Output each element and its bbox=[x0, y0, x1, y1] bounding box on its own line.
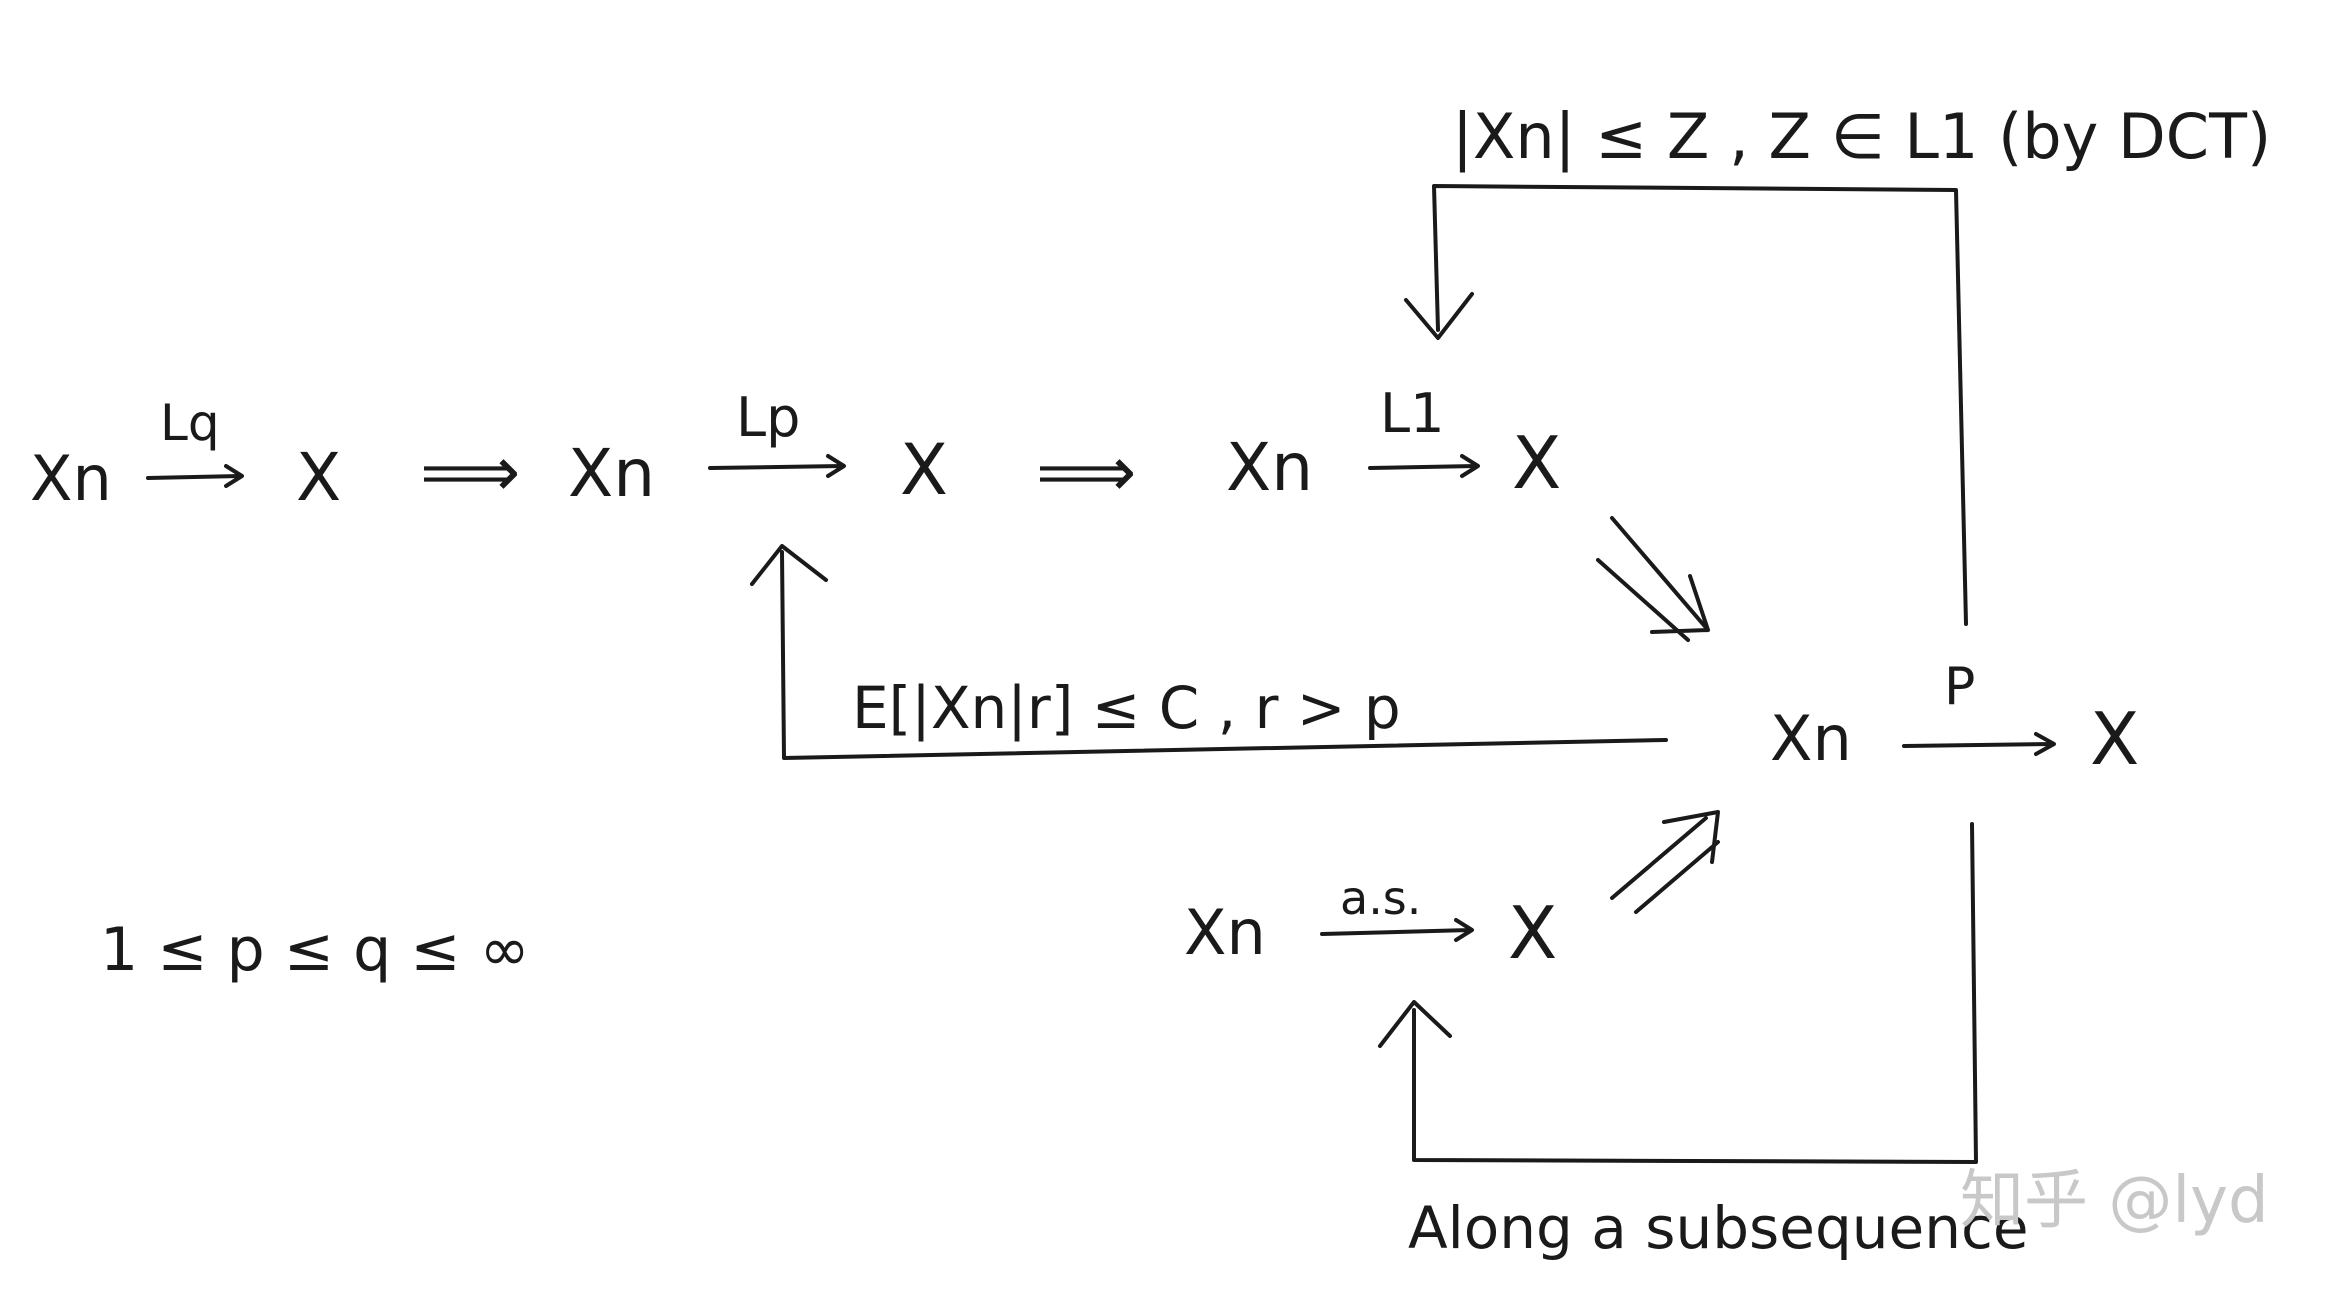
label-lp: Lp bbox=[736, 386, 800, 449]
dct-arrowhead bbox=[1404, 292, 1474, 340]
subsequence-bracket bbox=[1412, 822, 1978, 1164]
node-p-source: Xn bbox=[1770, 702, 1852, 775]
node-as-source: Xn bbox=[1184, 896, 1266, 969]
condition-subsequence: Along a subsequence bbox=[1408, 1194, 2029, 1262]
node-lp-source: Xn bbox=[568, 435, 655, 512]
node-l1-source: Xn bbox=[1226, 429, 1313, 506]
moment-arrowhead bbox=[750, 544, 828, 586]
label-as: a.s. bbox=[1340, 871, 1421, 925]
implies-as-to-p bbox=[1610, 810, 1720, 914]
implies-1: ⟹ bbox=[420, 431, 520, 513]
subsequence-arrowhead bbox=[1378, 1000, 1452, 1048]
arrow-lp bbox=[708, 454, 846, 478]
moment-bracket bbox=[780, 550, 1668, 760]
arrow-as bbox=[1320, 918, 1474, 942]
label-lq: Lq bbox=[160, 394, 220, 452]
dct-bracket bbox=[1432, 184, 1968, 626]
condition-dct: |Xn| ≤ Z , Z ∈ L1 (by DCT) bbox=[1452, 100, 2271, 174]
arrow-lq bbox=[146, 464, 244, 488]
implies-2: ⟹ bbox=[1036, 431, 1136, 513]
node-l1-target: X bbox=[1512, 421, 1561, 505]
node-p-target: X bbox=[2090, 697, 2139, 781]
arrow-l1 bbox=[1368, 454, 1480, 478]
label-p: P bbox=[1944, 657, 1975, 717]
implies-l1-to-p bbox=[1596, 516, 1710, 642]
node-lp-target: X bbox=[900, 429, 948, 511]
label-l1: L1 bbox=[1380, 382, 1444, 445]
range-note: 1 ≤ p ≤ q ≤ ∞ bbox=[100, 915, 530, 985]
watermark: 知乎 @lyd bbox=[1960, 1164, 2269, 1238]
node-lq-target: X bbox=[296, 439, 341, 516]
node-as-target: X bbox=[1508, 891, 1557, 975]
arrow-p bbox=[1902, 732, 2056, 756]
condition-moment: E[|Xn|r] ≤ C , r > p bbox=[852, 674, 1401, 742]
node-lq-source: Xn bbox=[30, 442, 112, 515]
